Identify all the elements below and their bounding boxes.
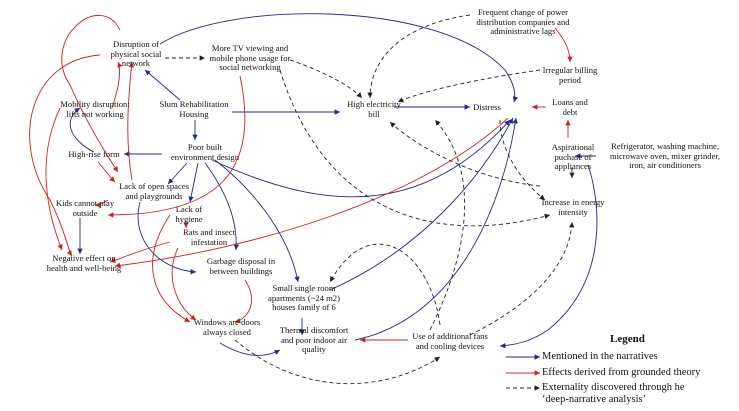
edge-dash-tv-highelec [289, 59, 363, 99]
node-loans: Loans and debt [552, 97, 588, 117]
edge-highrise-mobility [69, 107, 95, 153]
edge-rel-distress-health [114, 117, 509, 269]
node-energy-intensity: Increase in energy intensity [541, 197, 605, 217]
edge-dash-energy-highelec [389, 121, 541, 187]
edge-rel-rats-windows [171, 247, 197, 321]
edge-dash-tv-energy [279, 69, 551, 227]
edge-rel-mobility-disruption [111, 61, 123, 109]
edge-rel-openspaces-kids [94, 199, 109, 208]
edge-slum-disruption [144, 69, 181, 101]
edge-rel-mobility-health [45, 107, 63, 251]
node-mobility-disruption: Mobility disruption: lifts not working [60, 99, 130, 119]
edge-dash-irregular-highelec [397, 69, 541, 103]
edge-rel-frequent-irregular [554, 27, 573, 63]
node-fans: Use of additional fans and cooling devic… [412, 331, 488, 351]
edge-rel-openspaces-disruption [127, 61, 135, 181]
legend-item-red: Effects derived from grounded theory [542, 367, 701, 378]
edge-windows-thermal [219, 342, 281, 356]
node-lack-hygiene: Lack of hygiene [175, 204, 203, 224]
node-distress: Distress [473, 102, 501, 112]
edge-rel-garbage-windows [234, 279, 252, 324]
node-aspirational: Aspirational puchase of appliances [551, 142, 595, 172]
edge-dash-thermal-highrise [429, 119, 466, 331]
edge-rel-tv-disruption [61, 15, 121, 173]
edge-thermal-distress [354, 117, 518, 341]
node-small-rooms: Small single room apartments (~24 m2) ho… [268, 283, 340, 313]
edge-poorbuilt-garbage [204, 162, 240, 251]
legend-item-dashed: Externality discovered through he ‘deep-… [542, 382, 685, 405]
node-appliances: Refrigerator, washing machine, microwave… [609, 141, 721, 171]
node-rats: Rats and insect infestation [182, 227, 236, 247]
edge-small-distress [329, 117, 514, 291]
edge-rel-disruption-health [29, 54, 101, 257]
node-slum-rehab: Slum Rehabilitation Housing [159, 99, 229, 119]
legend-title: Legend [610, 333, 645, 345]
edge-dash-windows-fans [234, 339, 441, 385]
legend-item-blue: Mentioned in the narratives [542, 351, 658, 362]
node-tv-viewing: More TV viewing and mobile phone usage f… [209, 43, 291, 73]
node-frequent-change: Frequent change of power distribution co… [476, 7, 570, 37]
node-poor-built: Poor built environment design [170, 142, 240, 162]
edge-poorbuilt-hygiene [188, 162, 199, 203]
edge-dash-fans-energy [469, 221, 575, 336]
edge-poorbuilt-distress [211, 119, 511, 198]
edge-dash-fans-small [329, 243, 441, 326]
node-high-electricity: High electricity bill [347, 99, 401, 119]
node-garbage: Garbage disposal in between buildings [206, 256, 276, 276]
node-thermal: Thermal discomfort and poor indoor air q… [279, 325, 349, 355]
edge-rel-tv-openspaces [107, 75, 246, 218]
edge-rel-highrise-openspaces [97, 161, 116, 183]
node-irregular-billing: Irregular billing period [542, 65, 598, 85]
node-negative-health: Negative effect on health and well-being [46, 253, 122, 273]
edge-aspirational-fans [499, 164, 598, 349]
node-high-rise: High-rise form [68, 149, 120, 159]
edge-dash-distress-energy [499, 119, 546, 201]
node-kids: Kids cannot play outside [55, 198, 115, 218]
node-open-spaces: Lack of open spaces and playgrounds [119, 181, 189, 201]
edge-rel-rats-health [109, 241, 171, 263]
edge-rel-hygiene-windows [152, 214, 191, 323]
edge-dash-frequent-highelec [367, 14, 471, 99]
edge-disruption-distress [159, 13, 519, 103]
node-windows: Windows are doors always closed [193, 317, 261, 337]
node-disruption-social: Disruption of physical social network [110, 39, 162, 69]
edge-poorbuilt-openspaces [167, 162, 188, 185]
